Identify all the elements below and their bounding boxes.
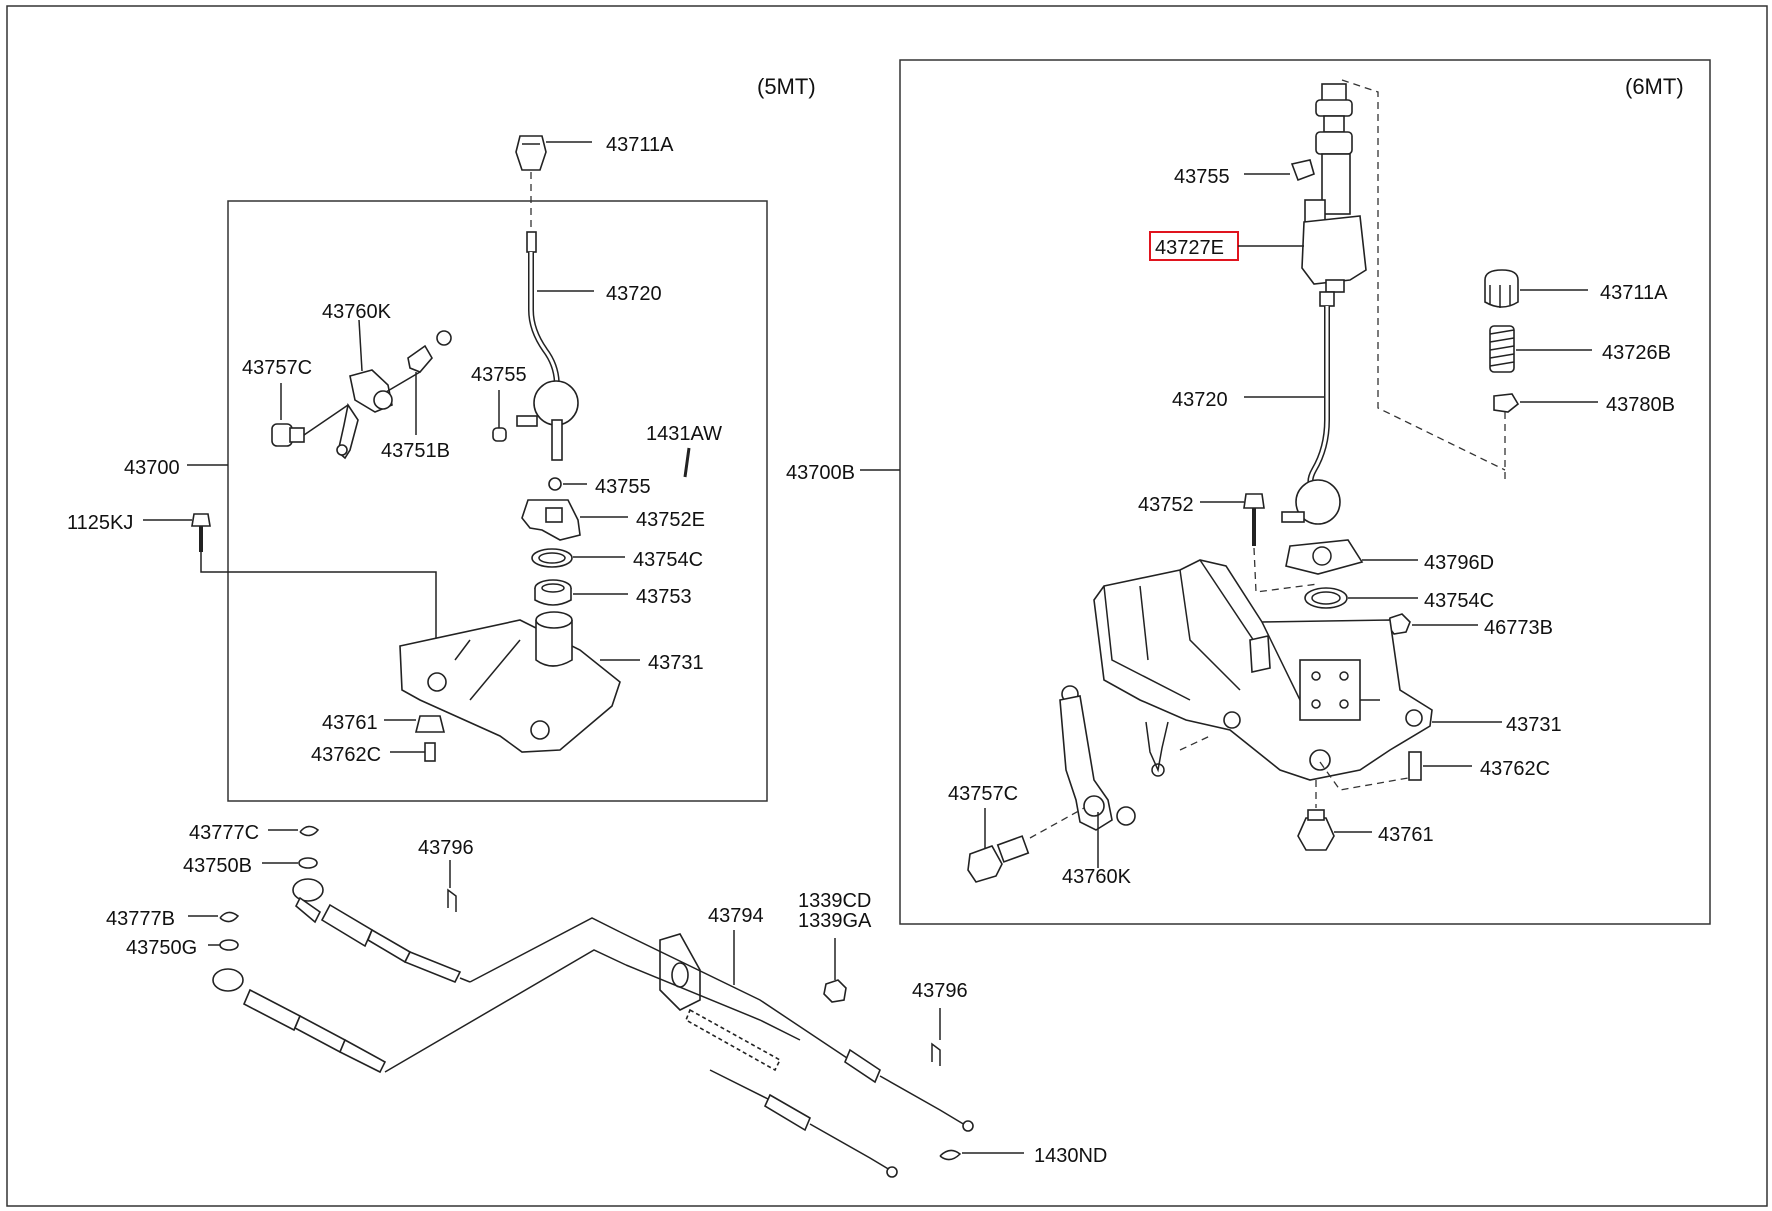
- label-1430ND: 1430ND: [1034, 1145, 1107, 1167]
- part-43777C-clip[interactable]: [299, 825, 320, 837]
- label-43757C: 43757C: [242, 357, 312, 379]
- label-46773B: 46773B: [1484, 617, 1553, 639]
- part-spring-clip-6mt[interactable]: [1145, 721, 1169, 777]
- diagram-frame: [6, 5, 1768, 1207]
- label-43731-6mt: 43731: [1506, 714, 1562, 736]
- label-43750G: 43750G: [126, 937, 197, 959]
- label-43757C-6mt: 43757C: [948, 783, 1018, 805]
- part-1431AW-pin[interactable]: [683, 447, 691, 478]
- label-43755-upper: 43755: [471, 364, 527, 386]
- part-43754C-ring-6mt[interactable]: [1304, 587, 1348, 609]
- label-43760K: 43760K: [322, 301, 392, 323]
- section-title-6mt: (6MT): [1625, 74, 1684, 99]
- label-43753: 43753: [636, 586, 692, 608]
- label-1125KJ: 1125KJ: [67, 512, 133, 534]
- part-43794-cable-bracket[interactable]: [619, 931, 974, 1178]
- part-43731-base[interactable]: [399, 611, 621, 753]
- label-43794: 43794: [708, 905, 764, 927]
- part-43755-ball-seat[interactable]: [548, 477, 562, 491]
- part-43794-cable-lower[interactable]: [212, 968, 387, 1074]
- label-43754C-6mt: 43754C: [1424, 590, 1494, 612]
- label-43780B: 43780B: [1606, 394, 1675, 416]
- part-43760K-select-lever[interactable]: [336, 369, 393, 460]
- label-43762C-6mt: 43762C: [1480, 758, 1550, 780]
- label-43751B: 43751B: [381, 440, 450, 462]
- label-43720-6mt: 43720: [1172, 389, 1228, 411]
- label-43752E: 43752E: [636, 509, 705, 531]
- label-43727E: 43727E: [1155, 237, 1224, 259]
- label-43755-6mt: 43755: [1174, 166, 1230, 188]
- part-43726B-spring[interactable]: [1489, 325, 1515, 373]
- part-43727E-lever-assembly[interactable]: [1301, 83, 1367, 293]
- part-43750B-washer[interactable]: [298, 857, 318, 869]
- part-43720-shift-lever-6mt[interactable]: [1281, 291, 1341, 525]
- label-43711A: 43711A: [606, 134, 674, 156]
- part-43711A-knob-6mt[interactable]: [1484, 269, 1519, 308]
- label-43796-right: 43796: [912, 980, 968, 1002]
- part-43761-nut-6mt[interactable]: [1297, 809, 1335, 851]
- label-43754C: 43754C: [633, 549, 703, 571]
- label-43755-lower: 43755: [595, 476, 651, 498]
- label-43796-left: 43796: [418, 837, 474, 859]
- label-43700B: 43700B: [786, 462, 855, 484]
- part-43780B-nut[interactable]: [1493, 393, 1520, 413]
- label-43796D: 43796D: [1424, 552, 1494, 574]
- label-43761-left: 43761: [322, 712, 378, 734]
- section-title-5mt: (5MT): [757, 74, 816, 99]
- label-43777B: 43777B: [106, 908, 175, 930]
- part-43751B-clip[interactable]: [385, 330, 452, 393]
- label-43720: 43720: [606, 283, 662, 305]
- part-43752E-housing[interactable]: [521, 499, 581, 541]
- label-43752: 43752: [1138, 494, 1194, 516]
- label-43731-left: 43731: [648, 652, 704, 674]
- part-43796-clip-left[interactable]: [447, 888, 457, 912]
- part-43761-nut[interactable]: [414, 715, 446, 733]
- part-43762C-sleeve-6mt[interactable]: [1408, 751, 1422, 781]
- label-43726B: 43726B: [1602, 342, 1671, 364]
- label-43711A-6mt: 43711A: [1600, 282, 1668, 304]
- part-43757C-pin[interactable]: [271, 404, 349, 447]
- part-43720-shift-lever[interactable]: [516, 231, 579, 461]
- part-43750G-washer[interactable]: [219, 939, 239, 951]
- part-43796-clip-right[interactable]: [931, 1042, 941, 1066]
- part-43777B-clip[interactable]: [219, 911, 240, 923]
- label-43760K-6mt: 43760K: [1062, 866, 1132, 888]
- box-5mt-assembly: [227, 200, 768, 802]
- label-43750B: 43750B: [183, 855, 252, 877]
- part-43755-bushing[interactable]: [492, 427, 507, 442]
- label-1339GA: 1339GA: [798, 910, 872, 932]
- part-43711A-knob[interactable]: [515, 135, 547, 171]
- part-1339CD-nut[interactable]: [823, 979, 847, 1003]
- part-43752-bolt[interactable]: [1243, 493, 1265, 546]
- part-1125KJ-bolt[interactable]: [191, 513, 211, 552]
- label-43762C-left: 43762C: [311, 744, 381, 766]
- part-43762C-sleeve[interactable]: [424, 742, 436, 762]
- label-1339CD: 1339CD: [798, 890, 871, 912]
- label-1431AW: 1431AW: [646, 423, 722, 445]
- box-6mt-assembly: [899, 59, 1711, 925]
- part-43760K-select-lever-6mt[interactable]: [1059, 685, 1136, 831]
- part-1430ND-clip[interactable]: [939, 1149, 962, 1161]
- part-43794-cable-upper[interactable]: [292, 878, 471, 984]
- part-43757C-pin-6mt[interactable]: [967, 807, 1085, 883]
- part-43753-bushing[interactable]: [534, 579, 572, 606]
- part-43755-bushing-6mt[interactable]: [1290, 159, 1315, 182]
- label-43777C: 43777C: [189, 822, 259, 844]
- part-43796D-plate[interactable]: [1285, 539, 1364, 575]
- label-43700: 43700: [124, 457, 180, 479]
- part-43731-housing-6mt[interactable]: [1093, 559, 1433, 781]
- label-43761-6mt: 43761: [1378, 824, 1434, 846]
- part-43754C-ring[interactable]: [531, 548, 573, 568]
